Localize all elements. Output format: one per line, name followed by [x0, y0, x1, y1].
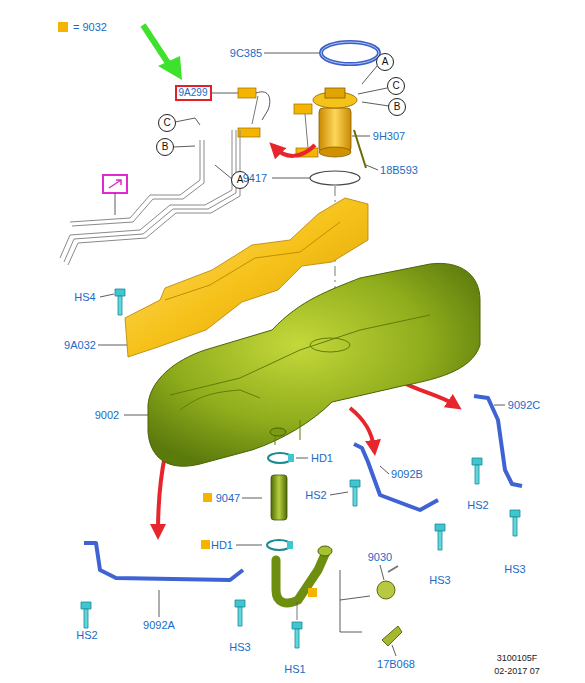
leader-line: [115, 193, 116, 215]
callout-number: HS3: [229, 641, 250, 654]
callout-letter: C: [387, 77, 405, 95]
callout-letter: B: [394, 101, 401, 113]
tank-outlet: [270, 428, 286, 436]
callout-number: HD1: [211, 539, 233, 552]
bolts: [81, 289, 520, 648]
callout-number: 9A032: [64, 339, 96, 352]
fuel-tank: [170, 315, 430, 445]
callout-number: 18B593: [380, 164, 418, 177]
legend-swatch: [58, 22, 68, 32]
marker-square: [308, 588, 317, 597]
seal-ring: [310, 171, 360, 185]
filler-cap: [388, 566, 398, 572]
filler-pipe: [276, 552, 326, 603]
callout-letter: A: [237, 174, 244, 186]
callout-number: 9047: [216, 492, 240, 505]
callout-number: 9417: [243, 172, 267, 185]
lock-ring: [321, 42, 379, 64]
drawing-reference: 3100105F: [497, 653, 538, 664]
heat-shield: [165, 222, 340, 300]
callout-number: 9030: [368, 551, 392, 564]
part-number: 9A299: [179, 87, 208, 99]
hose-clamp: [288, 454, 294, 462]
leader-line: [297, 602, 298, 620]
callout-number: 9092B: [391, 468, 423, 481]
callout-letter: C: [392, 80, 399, 92]
legend-text: = 9032: [73, 21, 107, 33]
callout-number: HS4: [74, 291, 95, 304]
callout-letter: A: [376, 53, 394, 71]
tank-straps: [84, 396, 522, 580]
callout-number: 9092C: [508, 399, 540, 412]
callout-number: HD1: [311, 452, 333, 465]
callout-letter: C: [158, 114, 176, 132]
callout-number: HS2: [305, 489, 326, 502]
filler-pipe: [318, 546, 332, 556]
callout-number: HS2: [467, 499, 488, 512]
callout-number: HS3: [504, 563, 525, 576]
reference-icon: [103, 175, 127, 193]
callout-letter: B: [388, 98, 406, 116]
check-valve: [382, 626, 402, 646]
filler-cap: [377, 581, 395, 599]
callout-letter: B: [162, 141, 169, 153]
reference-icon: [109, 180, 121, 188]
marker-square: [201, 540, 210, 549]
hose-clamp: [287, 541, 293, 549]
callout-letter: C: [163, 117, 170, 129]
fuel-level-sender: [238, 88, 318, 157]
fuel-lines: [60, 130, 240, 265]
leader-lines: [98, 53, 505, 656]
callout-letter: A: [382, 56, 389, 68]
callout-number: 9002: [95, 409, 119, 422]
callout-number: HS2: [76, 629, 97, 642]
callout-number: 9H307: [373, 130, 405, 143]
callout-number: 9092A: [143, 619, 175, 632]
pointer-arrow: [143, 25, 182, 80]
callout-number: 17B068: [377, 658, 415, 671]
callout-number: 9C385: [230, 47, 262, 60]
fuel-pump-module: [313, 88, 366, 168]
callout-number: HS1: [284, 663, 305, 676]
filler-hose: [271, 475, 287, 520]
drawing-reference: 02-2017 07: [494, 666, 540, 677]
callout-number: HS3: [429, 574, 450, 587]
fuel-tank: [148, 263, 480, 466]
legend-entry: = 9032: [58, 21, 107, 33]
marker-square: [203, 493, 212, 502]
highlighted-part-number: 9A299: [175, 85, 212, 101]
callout-letter: B: [156, 138, 174, 156]
